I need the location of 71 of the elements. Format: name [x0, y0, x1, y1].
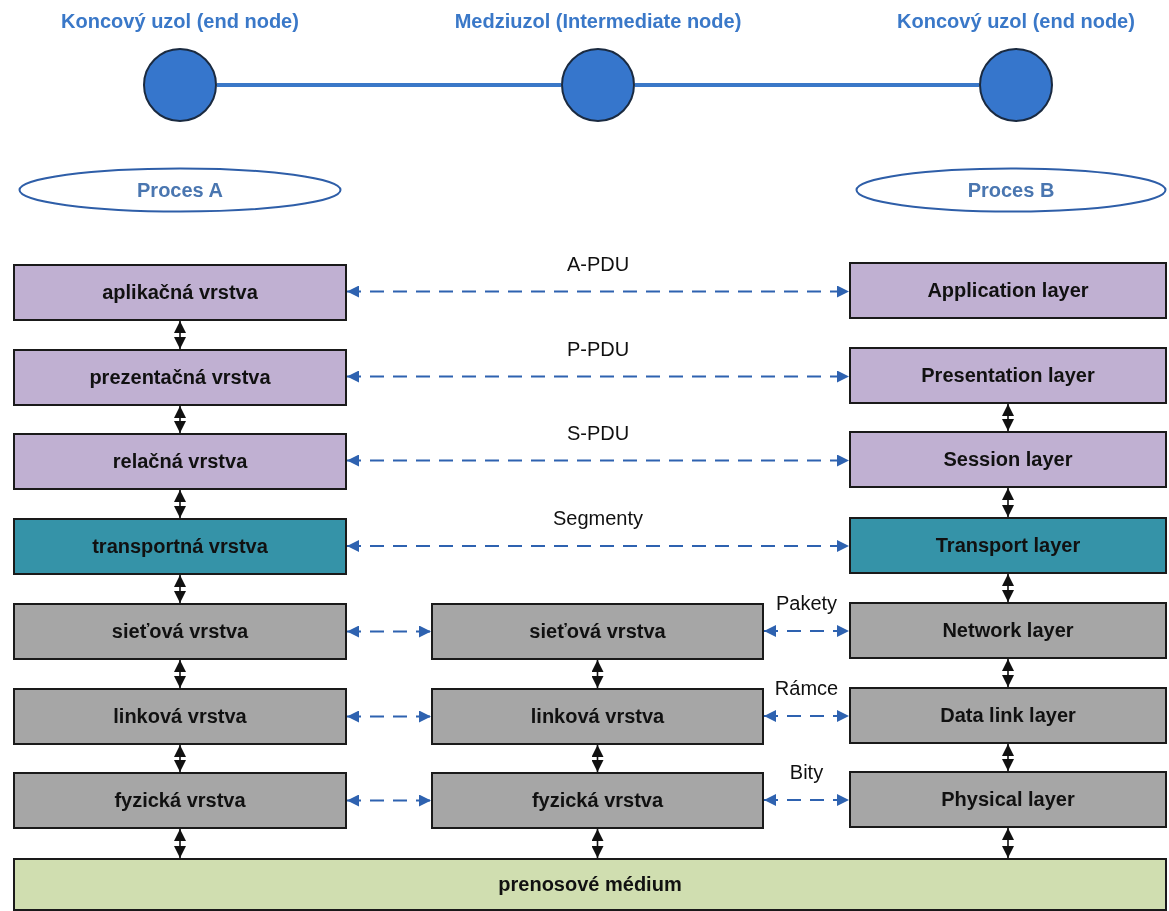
layer-box: [849, 687, 1167, 744]
layer-name: Session layer: [943, 448, 1073, 471]
connector-line: [635, 83, 979, 87]
dashed-arrow: [764, 625, 849, 637]
layer-name: prenosové médium: [498, 873, 682, 896]
layer-box: [849, 517, 1167, 574]
arrow: [174, 828, 186, 859]
layer-box: [849, 431, 1167, 488]
layer-box: [431, 603, 764, 660]
arrow: [1002, 573, 1014, 603]
arrow: [1002, 487, 1014, 518]
layer-name: aplikačná vrstva: [102, 281, 258, 304]
layer-box: [13, 688, 347, 745]
arrow: [591, 744, 604, 773]
arrow: [1002, 743, 1014, 772]
layer-box: [431, 772, 764, 829]
process-label: Proces A: [137, 178, 223, 202]
layer-name: linková vrstva: [113, 705, 247, 728]
layer-name: Physical layer: [941, 788, 1075, 811]
layer-box: [849, 771, 1167, 828]
dashed-arrow: [764, 794, 849, 806]
layer-box: [13, 772, 347, 829]
process-ellipse: [18, 167, 342, 213]
arrow: [1002, 403, 1014, 432]
layer-box: [13, 349, 347, 406]
dashed-arrow: [764, 710, 849, 722]
layer-box: [13, 264, 347, 321]
layer-name: sieťová vrstva: [111, 620, 249, 643]
layer-name: Presentation layer: [921, 364, 1095, 387]
arrow: [1002, 827, 1014, 859]
layer-box: [849, 602, 1167, 659]
layer-name: Network layer: [942, 619, 1074, 642]
node-heading: Koncový uzol (end node): [60, 10, 300, 33]
layer-name: relačná vrstva: [112, 450, 248, 473]
arrow: [1002, 658, 1014, 688]
dashed-arrow: [347, 710, 431, 723]
dashed-arrow: [347, 370, 849, 383]
layer-name: prezentačná vrstva: [89, 366, 271, 389]
dashed-arrow: [347, 794, 431, 807]
process-label: Proces B: [967, 178, 1055, 202]
layer-name: Application layer: [927, 279, 1089, 302]
layer-box: [849, 262, 1167, 319]
arrow: [174, 405, 186, 434]
dashed-arrow: [347, 285, 849, 298]
layer-name: linková vrstva: [530, 705, 665, 728]
layer-name: Data link layer: [940, 704, 1076, 727]
layer-name: transportná vrstva: [92, 535, 268, 558]
layer-box: [13, 518, 347, 575]
dashed-arrow: [347, 454, 849, 467]
layer-box: [431, 688, 764, 745]
arrow: [174, 489, 186, 519]
layer-name: Transport layer: [935, 534, 1081, 557]
arrow: [174, 320, 186, 350]
layer-box: [849, 347, 1167, 404]
arrow: [174, 574, 186, 604]
layer-box: [13, 603, 347, 660]
arrow: [174, 744, 186, 773]
layer-box: [13, 858, 1167, 911]
layer-box: [13, 433, 347, 490]
node-heading: Koncový uzol (end node): [896, 10, 1136, 33]
layer-name: fyzická vrstva: [531, 789, 664, 812]
layer-name: sieťová vrstva: [529, 620, 666, 643]
arrow: [591, 828, 604, 859]
arrow: [591, 659, 604, 689]
dashed-arrow: [347, 540, 849, 552]
node-heading: Medziuzol (Intermediate node): [453, 10, 743, 33]
dashed-arrow: [347, 625, 431, 638]
connector-line: [217, 83, 561, 87]
arrow: [174, 659, 186, 689]
layer-name: fyzická vrstva: [114, 789, 246, 812]
process-ellipse: [855, 167, 1167, 213]
